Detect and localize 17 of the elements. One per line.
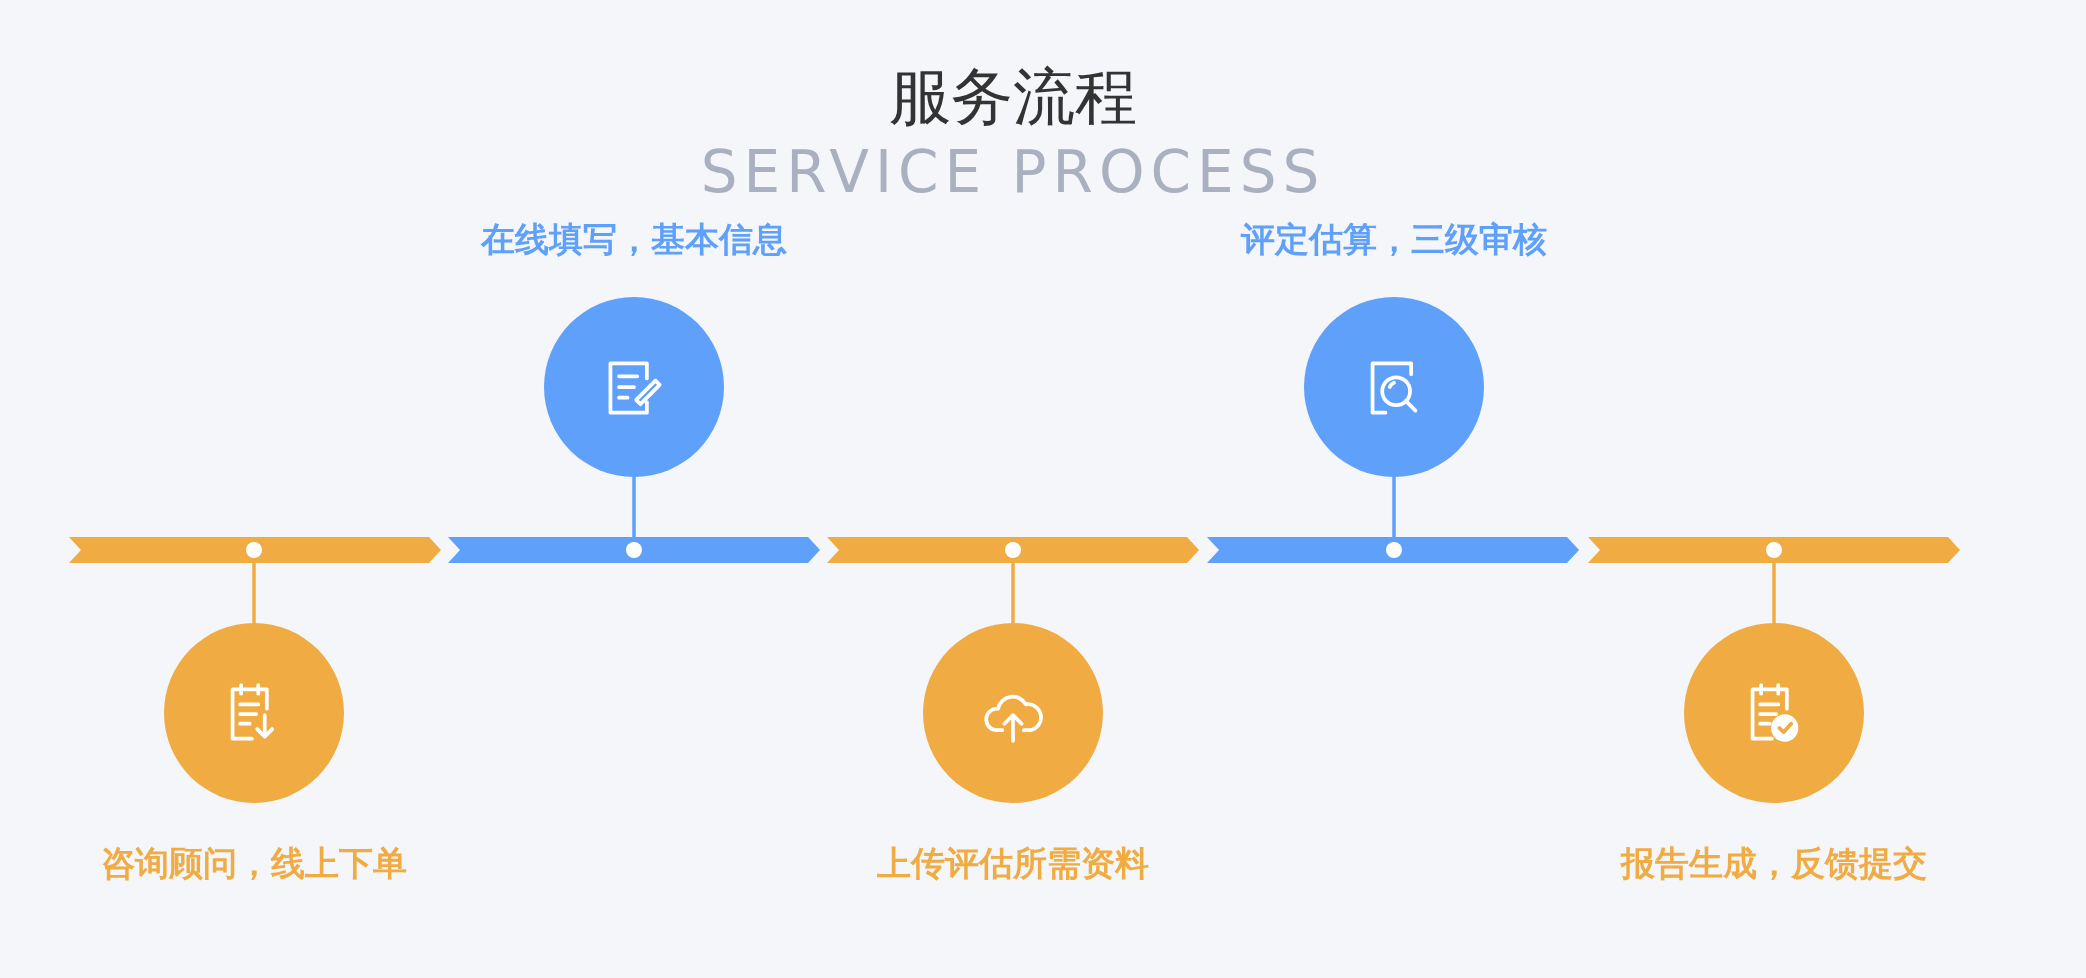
background-text: SERVICE PROCESS <box>700 138 1326 206</box>
timeline-segment <box>1207 537 1579 563</box>
timeline-segment <box>1588 537 1960 563</box>
connector-line <box>1392 477 1396 537</box>
step-label: 咨询顾问，线上下单 <box>101 842 407 885</box>
step-label: 评定估算，三级审核 <box>1241 218 1547 261</box>
step-label: 报告生成，反馈提交 <box>1621 842 1927 885</box>
step-label: 在线填写，基本信息 <box>481 218 787 261</box>
timeline-segment <box>69 537 441 563</box>
connector-line <box>252 563 256 623</box>
timeline-segment <box>827 537 1199 563</box>
step-label: 上传评估所需资料 <box>877 842 1149 885</box>
connector-line <box>632 477 636 537</box>
connector-line <box>1011 563 1015 623</box>
timeline-segment <box>448 537 820 563</box>
title: 服务流程 <box>889 59 1137 135</box>
connector-line <box>1772 563 1776 623</box>
